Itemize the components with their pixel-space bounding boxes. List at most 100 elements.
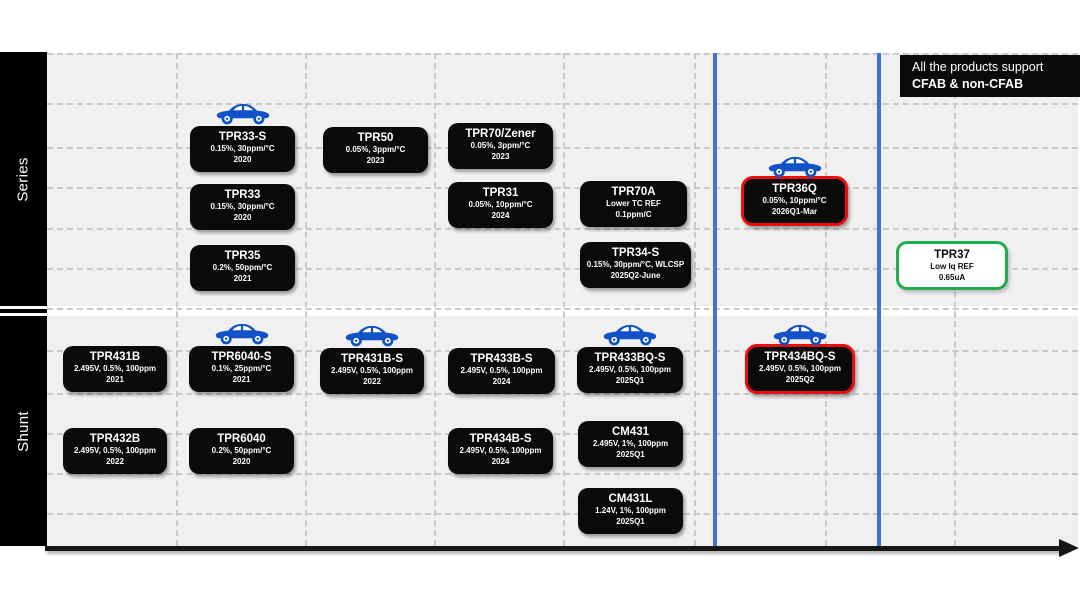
product-name: TPR6040 xyxy=(217,433,266,445)
product-spec: 0.2%, 50ppm/°C xyxy=(212,263,273,272)
product-name: TPR6040-S xyxy=(211,351,272,363)
timeline-divider-2 xyxy=(877,53,881,546)
product-spec: 2.495V, 0.5%, 100ppm xyxy=(589,365,671,374)
product-tpr432b[interactable]: TPR432B 2.495V, 0.5%, 100ppm 2022 xyxy=(63,428,167,474)
product-spec: Low Iq REF xyxy=(930,262,974,271)
product-name: TPR50 xyxy=(357,132,394,144)
gridline-horizontal xyxy=(47,513,1078,515)
section-divider xyxy=(0,309,47,313)
product-cm431l[interactable]: CM431L 1.24V, 1%, 100ppm 2025Q1 xyxy=(578,488,683,534)
product-date: 2024 xyxy=(491,456,510,466)
timeline-arrowhead-icon xyxy=(1059,539,1079,557)
product-date: 2021 xyxy=(106,374,124,384)
product-tpr33-s[interactable]: TPR33-S 0.15%, 30ppm/°C 2020 xyxy=(190,103,295,172)
car-icon xyxy=(603,324,657,346)
product-tpr431b[interactable]: TPR431B 2.495V, 0.5%, 100ppm 2021 xyxy=(63,346,167,392)
product-date: 2024 xyxy=(492,376,511,386)
product-spec: 0.05%, 10ppm/°C xyxy=(468,200,533,209)
product-date: 2021 xyxy=(232,374,251,384)
product-name: CM431L xyxy=(608,493,653,505)
product-date: 2025Q1 xyxy=(616,449,645,459)
product-spec: 0.05%, 3ppm/°C xyxy=(470,141,531,150)
product-name: TPR31 xyxy=(482,187,519,199)
product-tpr434bq-s[interactable]: TPR434BQ-S 2.495V, 0.5%, 100ppm 2025Q2 xyxy=(745,324,855,394)
product-tpr50[interactable]: TPR50 0.05%, 3ppm/°C 2023 xyxy=(323,127,428,173)
product-tpr6040-s[interactable]: TPR6040-S 0.1%, 25ppm/°C 2021 xyxy=(189,323,294,392)
product-tpr34-s[interactable]: TPR34-S 0.15%, 30ppm/°C, WLCSP 2025Q2-Ju… xyxy=(580,242,691,288)
product-spec: 2.495V, 0.5%, 100ppm xyxy=(759,364,841,373)
product-name: TPR433B-S xyxy=(470,353,533,365)
product-date: 2023 xyxy=(491,151,510,161)
product-tpr70-zener[interactable]: TPR70/Zener 0.05%, 3ppm/°C 2023 xyxy=(448,123,553,169)
section-label-shunt: Shunt xyxy=(0,316,47,546)
product-name: TPR35 xyxy=(224,250,261,262)
product-tpr433b-s[interactable]: TPR433B-S 2.495V, 0.5%, 100ppm 2024 xyxy=(448,348,555,394)
product-spec: 2.495V, 0.5%, 100ppm xyxy=(460,366,543,375)
gridline-vertical xyxy=(305,53,307,546)
gridline-vertical xyxy=(694,53,696,546)
product-tpr70a[interactable]: TPR70A Lower TC REF 0.1ppm/C xyxy=(580,181,687,227)
gridline-horizontal xyxy=(47,103,1078,105)
gridline-horizontal xyxy=(47,268,1078,270)
product-name: TPR431B-S xyxy=(341,353,403,365)
product-tpr31[interactable]: TPR31 0.05%, 10ppm/°C 2024 xyxy=(448,182,553,228)
series-label-text: Series xyxy=(14,156,32,202)
product-date: 0.65uA xyxy=(938,272,966,282)
product-spec: 0.15%, 30ppm/°C xyxy=(210,202,275,211)
product-date: 2022 xyxy=(363,376,381,386)
product-tpr431b-s[interactable]: TPR431B-S 2.495V, 0.5%, 100ppm 2022 xyxy=(320,325,424,394)
gridline-vertical xyxy=(825,53,827,546)
product-name: TPR431B xyxy=(89,351,141,363)
product-date: 0.1ppm/C xyxy=(615,209,652,219)
gridline-horizontal xyxy=(47,147,1078,149)
product-name: CM431 xyxy=(611,426,650,438)
product-date: 2021 xyxy=(233,273,252,283)
product-name: TPR70A xyxy=(611,186,656,198)
product-tpr6040[interactable]: TPR6040 0.2%, 50ppm/°C 2020 xyxy=(189,428,294,474)
product-spec: 2.495V, 0.5%, 100ppm xyxy=(74,446,156,455)
product-tpr36q[interactable]: TPR36Q 0.05%, 10ppm/°C 2026Q1-Mar xyxy=(741,156,848,226)
product-tpr433bq-s[interactable]: TPR433BQ-S 2.495V, 0.5%, 100ppm 2025Q1 xyxy=(577,324,683,393)
product-spec: 0.05%, 3ppm/°C xyxy=(345,145,406,154)
gridline-horizontal xyxy=(47,53,1078,55)
product-name: TPR37 xyxy=(934,249,970,261)
product-date: 2025Q2-June xyxy=(610,270,661,280)
car-icon xyxy=(216,103,269,125)
product-date: 2025Q1 xyxy=(615,375,645,385)
gridline-horizontal xyxy=(47,187,1078,189)
product-date: 2022 xyxy=(106,456,124,466)
cfab-note-line2: CFAB & non-CFAB xyxy=(912,77,1024,91)
product-cm431[interactable]: CM431 2.495V, 1%, 100ppm 2025Q1 xyxy=(578,421,683,467)
product-name: TPR34-S xyxy=(611,247,660,259)
product-date: 2024 xyxy=(491,210,510,220)
product-tpr35[interactable]: TPR35 0.2%, 50ppm/°C 2021 xyxy=(190,245,295,291)
product-spec: 0.1%, 25ppm/°C xyxy=(211,364,272,373)
product-spec: 0.15%, 30ppm/°C xyxy=(210,144,275,153)
product-tpr33[interactable]: TPR33 0.15%, 30ppm/°C 2020 xyxy=(190,184,295,230)
car-icon xyxy=(768,156,821,178)
cfab-support-note: All the products support CFAB & non-CFAB xyxy=(900,55,1080,97)
gridline-horizontal xyxy=(47,393,1078,395)
product-spec: 1.24V, 1%, 100ppm xyxy=(595,506,666,515)
product-name: TPR434BQ-S xyxy=(764,351,836,363)
timeline-axis xyxy=(45,546,1063,551)
product-date: 2023 xyxy=(366,155,385,165)
product-name: TPR36Q xyxy=(772,183,817,195)
section-label-series: Series xyxy=(0,52,47,306)
product-spec: 2.495V, 0.5%, 100ppm xyxy=(74,364,156,373)
product-date: 2025Q1 xyxy=(616,516,645,526)
gridline-horizontal xyxy=(47,228,1078,230)
product-name: TPR433BQ-S xyxy=(594,352,666,364)
timeline-divider-1 xyxy=(713,53,717,546)
gridline-vertical xyxy=(563,53,565,546)
product-spec: 0.05%, 10ppm/°C xyxy=(762,196,827,205)
gridline-vertical xyxy=(954,53,956,546)
product-tpr434b-s[interactable]: TPR434B-S 2.495V, 0.5%, 100ppm 2024 xyxy=(448,428,553,474)
gridline-vertical xyxy=(176,53,178,546)
product-spec: Lower TC REF xyxy=(606,199,661,208)
product-tpr37[interactable]: TPR37 Low Iq REF 0.65uA xyxy=(896,241,1008,290)
product-spec: 2.495V, 1%, 100ppm xyxy=(592,439,669,448)
product-date: 2020 xyxy=(233,154,252,164)
product-spec: 0.2%, 50ppm/°C xyxy=(211,446,272,455)
